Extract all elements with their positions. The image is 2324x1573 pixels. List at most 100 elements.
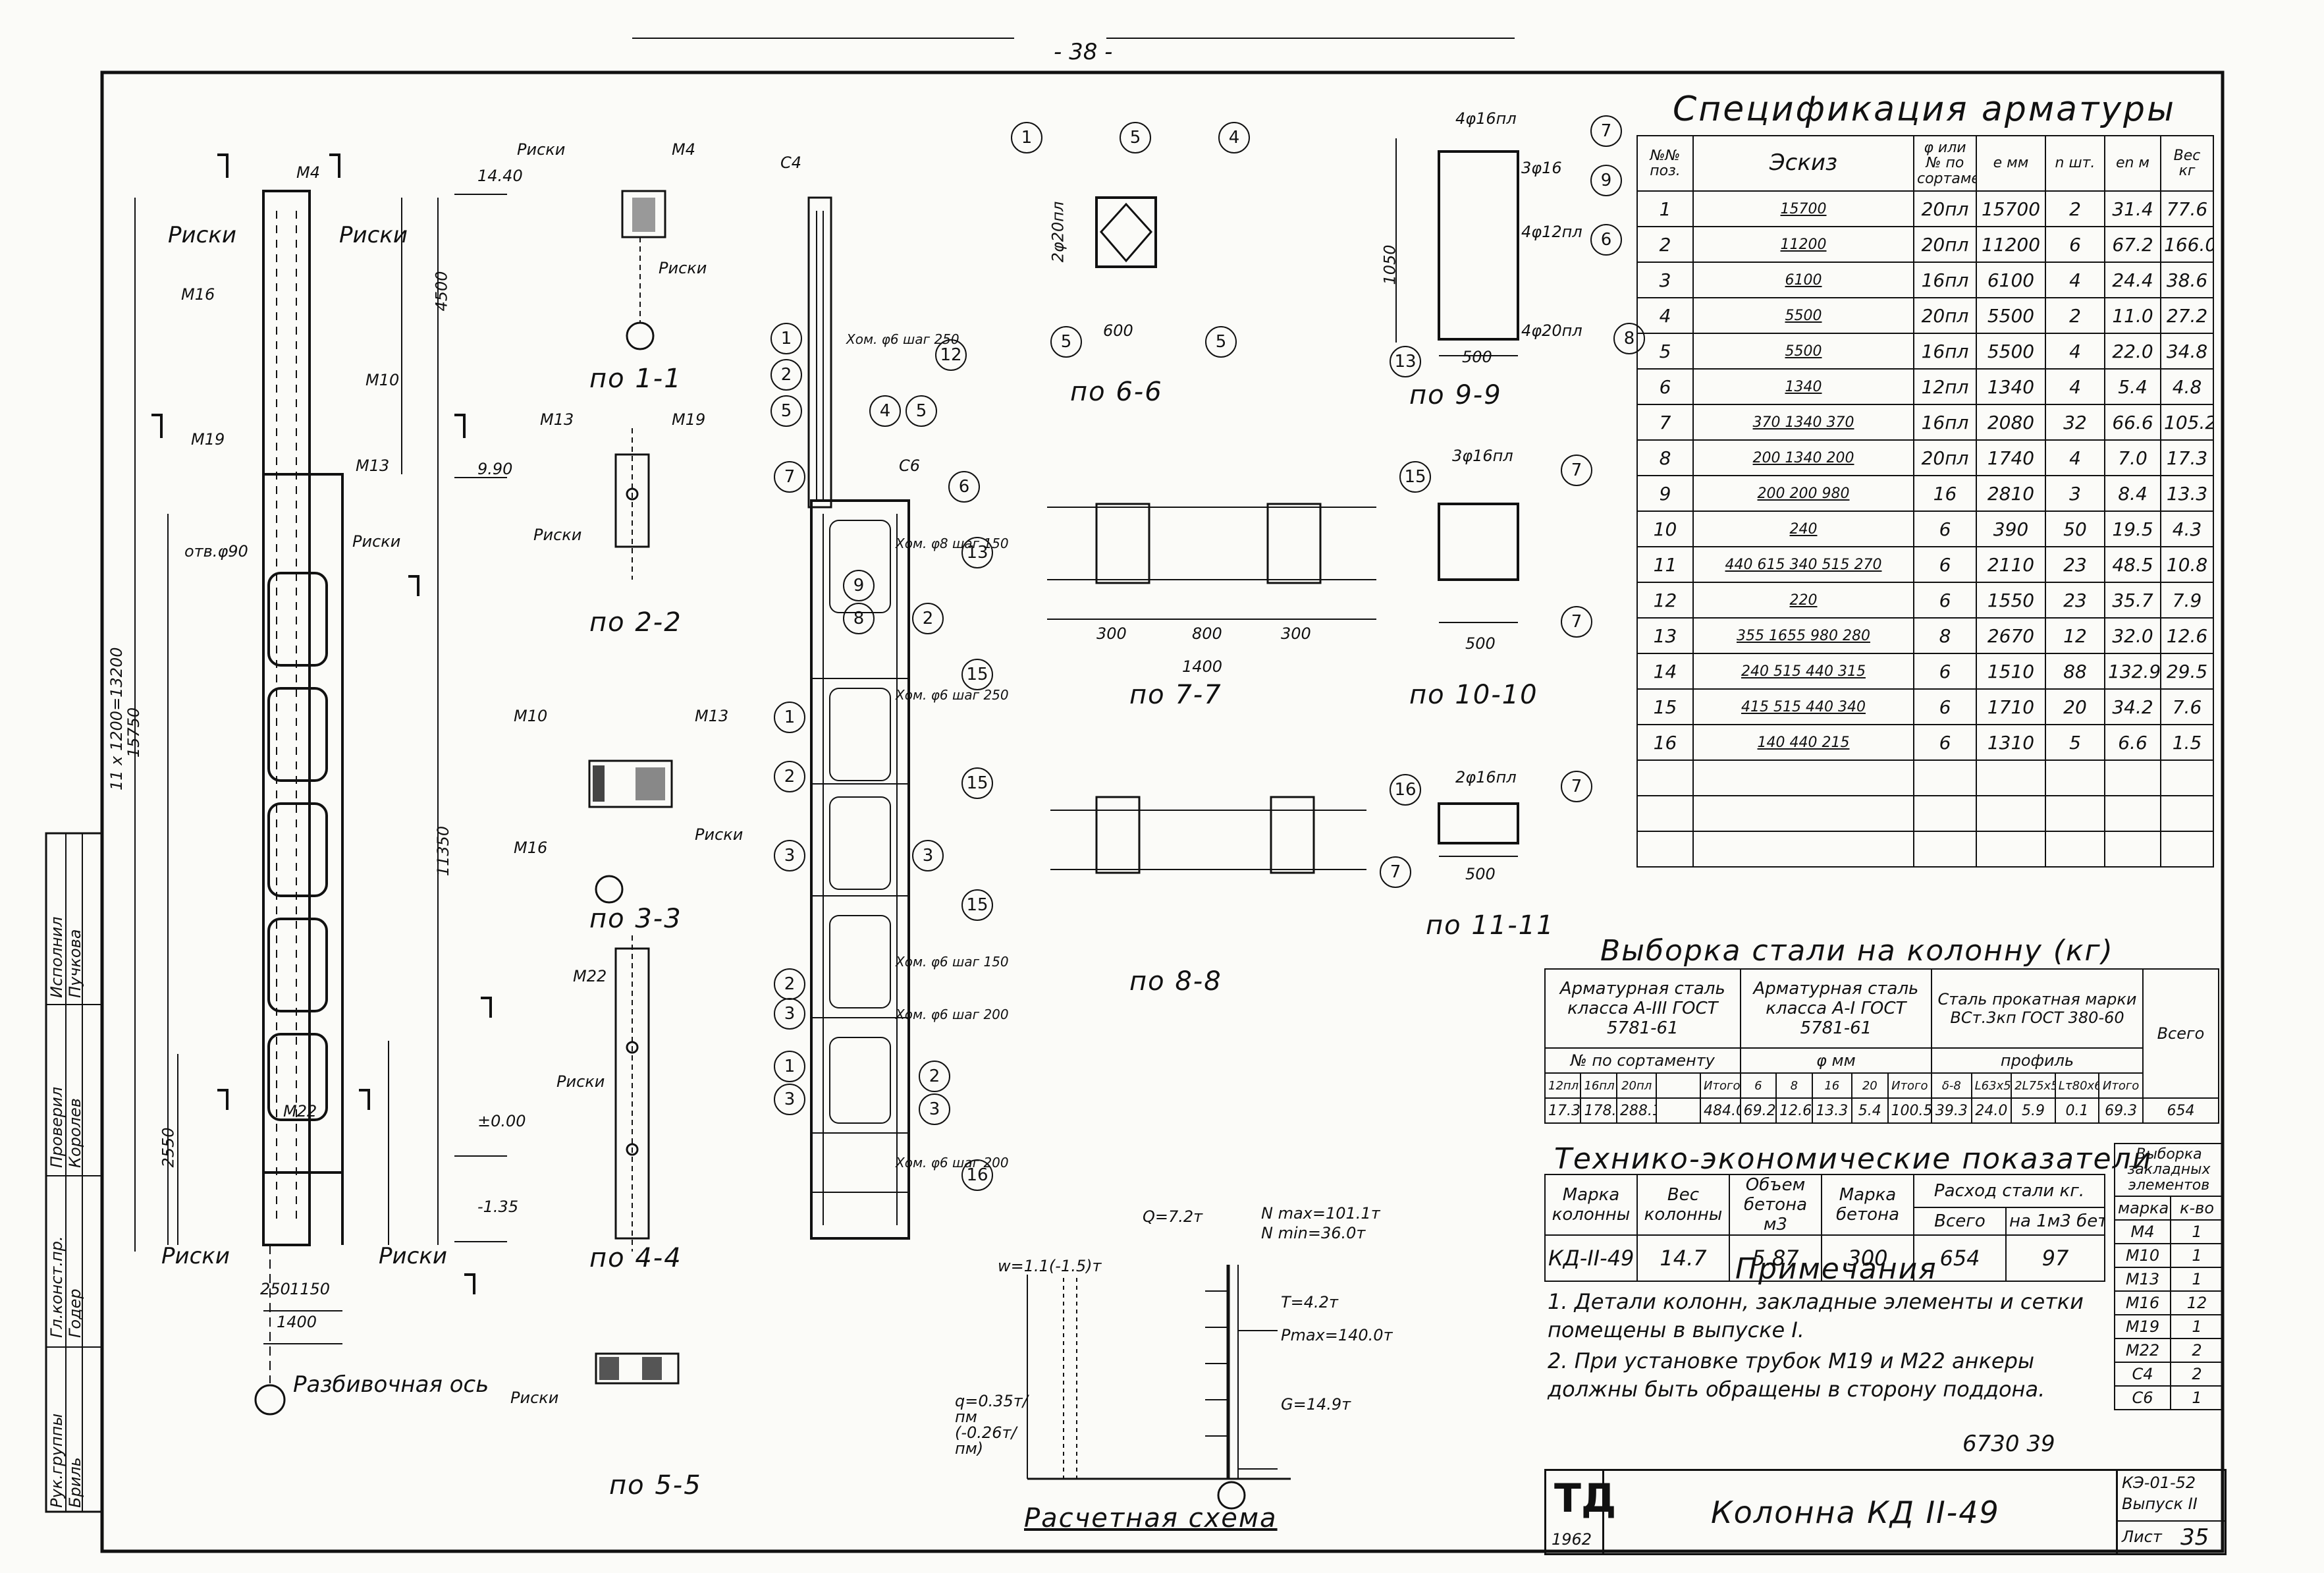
load-nmin: N min=36.0т	[1261, 1224, 1366, 1242]
embedded-cell: 1	[2169, 1314, 2225, 1339]
label-bar-2f20: 2φ20пл	[1048, 201, 1067, 263]
spec-cell: 67.2	[2104, 226, 2161, 263]
spec-cell: 6	[1913, 582, 1977, 619]
embedded-cell: 1	[2169, 1385, 2225, 1410]
spec-cell: 88	[2045, 653, 2105, 690]
label-bar-4f20: 4φ20пл	[1521, 321, 1582, 340]
spec-cell: 31.4	[2104, 190, 2161, 227]
side-stamp-cell: Гл.конст.пр.	[47, 1236, 66, 1338]
spec-cell: 12	[1636, 582, 1694, 619]
spec-cell: 2080	[1976, 404, 2046, 441]
spec-cell: 77.6	[2160, 190, 2214, 227]
spec-cell: 20пл	[1913, 226, 1977, 263]
spec-empty-cell	[1913, 831, 1977, 868]
spec-cell: 17.3	[2160, 439, 2214, 476]
bar-mark: 7	[1590, 115, 1622, 147]
spec-cell: 48.5	[2104, 546, 2161, 583]
spec-sketch-cell: 11200	[1692, 226, 1914, 263]
label-riski-s22: Риски	[533, 526, 582, 544]
label-riski-left: Риски	[168, 222, 236, 248]
label-m19-s22: М19	[672, 410, 706, 429]
spec-cell: 5.4	[2104, 368, 2161, 405]
spec-header: Эскиз	[1692, 135, 1914, 192]
embedded-cell: М4	[2114, 1219, 2171, 1244]
steel-value: 5.9	[2011, 1097, 2056, 1124]
spec-empty-cell	[2160, 795, 2214, 832]
spec-header: φ или № по сортаменту	[1913, 135, 1977, 192]
spec-sketch-cell: 1340	[1692, 368, 1914, 405]
label-bar-4f12: 4φ12пл	[1521, 223, 1582, 241]
tep-header: на 1м3 бет	[2005, 1207, 2106, 1236]
spec-cell: 35.7	[2104, 582, 2161, 619]
label-hole: отв.φ90	[184, 542, 248, 561]
dim-600-s66: 600	[1103, 321, 1133, 340]
bar-mark: 5	[905, 395, 937, 427]
label-m13: М13	[356, 456, 390, 475]
spec-cell: 2110	[1976, 546, 2046, 583]
label-homut-4: Хом. φ6 шаг 150	[896, 954, 1009, 970]
spec-cell: 34.8	[2160, 333, 2214, 370]
steel-value: 69.2	[1739, 1097, 1777, 1124]
spec-cell: 24.4	[2104, 262, 2161, 298]
elevation-990: 9.90	[477, 460, 513, 478]
spec-cell: 7.9	[2160, 582, 2214, 619]
steel-value: 39.3	[1931, 1097, 1972, 1124]
steel-col-header: 20	[1851, 1072, 1889, 1099]
spec-table: №№ поз. Эскиз φ или № по сортаменту e мм…	[1636, 135, 2214, 868]
steel-value	[1656, 1097, 1702, 1124]
spec-cell: 32	[2045, 404, 2105, 441]
steel-group-a1: Арматурная сталь класса А-I ГОСТ 5781-61	[1739, 968, 1933, 1049]
spec-cell: 16пл	[1913, 404, 1977, 441]
logo-box: ТД 1962	[1546, 1471, 1616, 1553]
spec-sketch-cell: 415 515 440 340	[1692, 688, 1914, 725]
section-title-5-5: по 5-5	[609, 1470, 702, 1501]
steel-col-header: 6	[1739, 1072, 1777, 1099]
spec-cell: 66.6	[2104, 404, 2161, 441]
spec-cell: 8	[1636, 439, 1694, 476]
embedded-table: Выборка закладных элементов марка к-во М…	[2113, 1143, 2225, 1410]
bar-mark: 15	[961, 889, 993, 921]
bar-mark: 16	[961, 1159, 993, 1191]
steel-value: 69.3	[2098, 1097, 2144, 1124]
spec-empty-cell	[1913, 795, 1977, 832]
page-number: - 38 -	[1054, 39, 1113, 65]
embedded-cell: С6	[2114, 1385, 2171, 1410]
label-riski-top: Риски	[339, 222, 408, 248]
bar-mark: 5	[1120, 122, 1151, 153]
spec-cell: 7.6	[2160, 688, 2214, 725]
spec-cell: 5500	[1976, 297, 2046, 334]
spec-header: n шт.	[2045, 135, 2105, 192]
label-riski-s11: Риски	[517, 140, 566, 159]
spec-cell: 16	[1913, 475, 1977, 512]
dim-1050-s99: 1050	[1380, 244, 1399, 285]
label-m13-s33: М13	[695, 707, 729, 725]
spec-empty-cell	[2104, 831, 2161, 868]
spec-header: №№ поз.	[1636, 135, 1694, 192]
embedded-cell: С4	[2114, 1362, 2171, 1387]
bar-mark: 2	[912, 603, 944, 634]
spec-title: Спецификация арматуры	[1673, 90, 2176, 129]
tep-header: Марка колонны	[1544, 1174, 1638, 1236]
bar-mark: 3	[774, 1084, 805, 1115]
label-m22-s44: М22	[573, 967, 607, 985]
bar-mark: 1	[774, 702, 805, 733]
steel-value: 654	[2142, 1097, 2220, 1124]
label-homut-1: Хом. φ6 шаг 250	[846, 331, 959, 347]
label-homut-6: Хом. φ6 шаг 200	[896, 1155, 1009, 1171]
load-q: Q=7.2т	[1143, 1207, 1203, 1226]
sheet-number: 35	[2180, 1524, 2209, 1551]
steel-value: 288.1	[1615, 1097, 1658, 1124]
spec-cell: 10.8	[2160, 546, 2214, 583]
steel-col-header: 16	[1811, 1072, 1853, 1099]
bar-mark: 1	[1011, 122, 1042, 153]
bar-mark: 4	[869, 395, 901, 427]
design-scheme-title: Расчетная схема	[1024, 1503, 1278, 1533]
spec-cell: 20пл	[1913, 190, 1977, 227]
label-m19: М19	[191, 430, 225, 449]
